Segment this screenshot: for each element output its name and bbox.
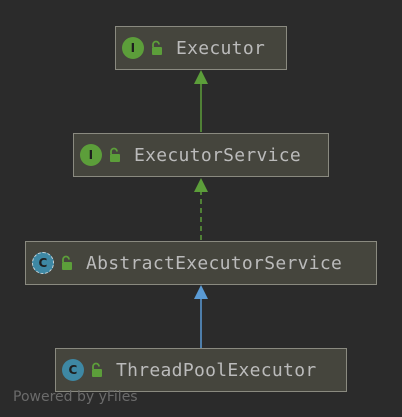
abstract-class-icon: C xyxy=(32,252,54,274)
unlocked-padlock-icon xyxy=(62,255,72,270)
node-label-executor-service: ExecutorService xyxy=(134,144,302,166)
interface-icon: I xyxy=(122,37,144,59)
arrowhead-executorservice xyxy=(194,178,208,192)
arrowhead-executor xyxy=(194,70,208,84)
node-label-thread-pool-executor: ThreadPoolExecutor xyxy=(116,359,317,381)
node-executor[interactable]: I Executor xyxy=(115,26,287,70)
unlocked-padlock-icon xyxy=(92,362,102,377)
node-executor-service[interactable]: I ExecutorService xyxy=(73,133,329,177)
unlocked-padlock-icon xyxy=(152,40,162,55)
node-abstract-executor-service[interactable]: C AbstractExecutorService xyxy=(25,241,377,285)
arrowhead-abstractexecutorservice xyxy=(194,285,208,299)
node-thread-pool-executor[interactable]: C ThreadPoolExecutor xyxy=(55,348,347,392)
yfiles-watermark: Powered by yFiles xyxy=(13,389,138,405)
node-label-executor: Executor xyxy=(176,37,266,59)
node-label-abstract-executor-service: AbstractExecutorService xyxy=(86,252,343,274)
interface-icon: I xyxy=(80,144,102,166)
class-icon: C xyxy=(62,359,84,381)
unlocked-padlock-icon xyxy=(110,147,120,162)
